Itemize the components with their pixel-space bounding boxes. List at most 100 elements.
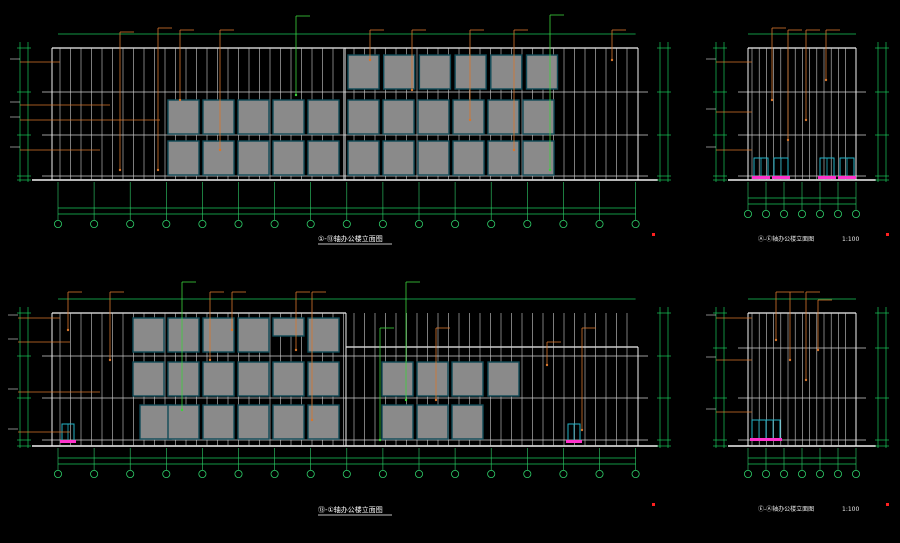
axis-bubble bbox=[270, 469, 279, 478]
door-step bbox=[838, 176, 856, 179]
axis-bubble bbox=[744, 209, 753, 218]
revision-mark bbox=[652, 233, 655, 236]
top-long-elevation-title: ①-⑬轴办公楼立面图 bbox=[318, 234, 383, 243]
cladding-panel bbox=[202, 404, 235, 440]
leader-dot bbox=[404, 398, 408, 402]
cladding-panel bbox=[272, 361, 305, 397]
door-step bbox=[772, 176, 790, 179]
axis-bubble bbox=[834, 209, 843, 218]
cladding-panel bbox=[272, 140, 305, 176]
leader-dot bbox=[434, 398, 438, 402]
cladding-panel bbox=[382, 99, 415, 135]
axis-bubble bbox=[234, 469, 243, 478]
leader-dot bbox=[774, 338, 778, 342]
axis-bubble bbox=[852, 469, 861, 478]
bottom-short-elevation bbox=[706, 291, 889, 506]
door-step bbox=[750, 438, 768, 441]
cladding-panel bbox=[487, 361, 520, 397]
leader-dot bbox=[548, 168, 552, 172]
leader-dot bbox=[294, 348, 298, 352]
cladding-panel bbox=[451, 404, 484, 440]
leader-dot bbox=[770, 98, 774, 102]
cladding-panel bbox=[237, 361, 270, 397]
axis-bubble bbox=[631, 469, 640, 478]
door-step bbox=[566, 440, 582, 443]
cladding-panel bbox=[307, 404, 340, 440]
cladding-panel bbox=[454, 54, 487, 90]
leader-dot bbox=[178, 98, 182, 102]
leader-dot bbox=[468, 118, 472, 122]
cladding-panel bbox=[167, 361, 200, 397]
revision-mark bbox=[886, 233, 889, 236]
cladding-panel bbox=[381, 404, 414, 440]
cladding-panel bbox=[202, 140, 235, 176]
leader-dot bbox=[156, 168, 160, 172]
axis-bubble bbox=[414, 219, 423, 228]
axis-bubble bbox=[451, 219, 460, 228]
cladding-panel bbox=[237, 317, 270, 353]
cladding-panel bbox=[237, 404, 270, 440]
cladding-panel bbox=[382, 140, 415, 176]
axis-bubble bbox=[306, 469, 315, 478]
leader-dot bbox=[378, 438, 382, 442]
leader-notes bbox=[10, 14, 626, 172]
axis-bubble bbox=[306, 219, 315, 228]
top-short-elevation bbox=[706, 27, 889, 236]
cladding-panel bbox=[417, 99, 450, 135]
leader-notes bbox=[8, 281, 596, 442]
axis-bubble bbox=[780, 469, 789, 478]
leader-dot bbox=[218, 148, 222, 152]
view-titles: ①-⑬轴办公楼立面图 ⑬-①轴办公楼立面图 Ⓐ-Ⓔ轴办公楼立面图 1:100 Ⓔ… bbox=[318, 234, 859, 516]
cladding-panel bbox=[202, 361, 235, 397]
dimension-chains bbox=[17, 307, 671, 448]
leader-dot bbox=[786, 138, 790, 142]
cladding-panel bbox=[237, 140, 270, 176]
axis-bubble bbox=[595, 469, 604, 478]
cladding-panel bbox=[525, 54, 559, 90]
axis-bubble bbox=[816, 209, 825, 218]
cladding-panel bbox=[522, 99, 555, 135]
cladding-panel bbox=[272, 404, 305, 440]
axis-bubble bbox=[54, 219, 63, 228]
revision-mark bbox=[886, 503, 889, 506]
leader-dot bbox=[180, 408, 184, 412]
axis-bubble bbox=[834, 469, 843, 478]
top-short-elevation-title: Ⓐ-Ⓔ轴办公楼立面图 bbox=[758, 235, 814, 243]
axis-bubble bbox=[631, 219, 640, 228]
cladding-panel bbox=[307, 140, 340, 176]
axis-bubble bbox=[816, 469, 825, 478]
leader-dot bbox=[118, 168, 122, 172]
axis-bubble bbox=[852, 209, 861, 218]
axis-bubble bbox=[414, 469, 423, 478]
bottom-short-elevation-scale: 1:100 bbox=[842, 506, 859, 513]
cladding-panel bbox=[347, 140, 380, 176]
cladding-panel bbox=[522, 140, 555, 176]
cladding-panel bbox=[307, 361, 340, 397]
door-step bbox=[764, 438, 782, 441]
axis-bubble bbox=[744, 469, 753, 478]
bottom-long-elevation bbox=[8, 281, 671, 506]
top-short-elevation-scale: 1:100 bbox=[842, 236, 859, 243]
axis-bubble bbox=[198, 219, 207, 228]
cladding-panel bbox=[307, 99, 340, 135]
leader-dot bbox=[816, 348, 820, 352]
cladding-panel bbox=[452, 140, 485, 176]
axis-bubble bbox=[126, 469, 135, 478]
axis-grid bbox=[54, 448, 640, 478]
revision-mark bbox=[652, 503, 655, 506]
leader-dot bbox=[66, 328, 70, 332]
axis-bubble bbox=[780, 209, 789, 218]
cladding-panel bbox=[347, 54, 380, 90]
cladding-panel bbox=[132, 361, 165, 397]
cladding-panel bbox=[237, 99, 270, 135]
dimension-chains bbox=[713, 307, 889, 448]
cladding-panel bbox=[167, 99, 200, 135]
top-long-elevation bbox=[10, 14, 671, 236]
axis-bubble bbox=[162, 469, 171, 478]
leader-notes bbox=[706, 27, 840, 151]
cladding-panel bbox=[451, 361, 484, 397]
axis-bubble bbox=[378, 219, 387, 228]
axis-bubble bbox=[378, 469, 387, 478]
